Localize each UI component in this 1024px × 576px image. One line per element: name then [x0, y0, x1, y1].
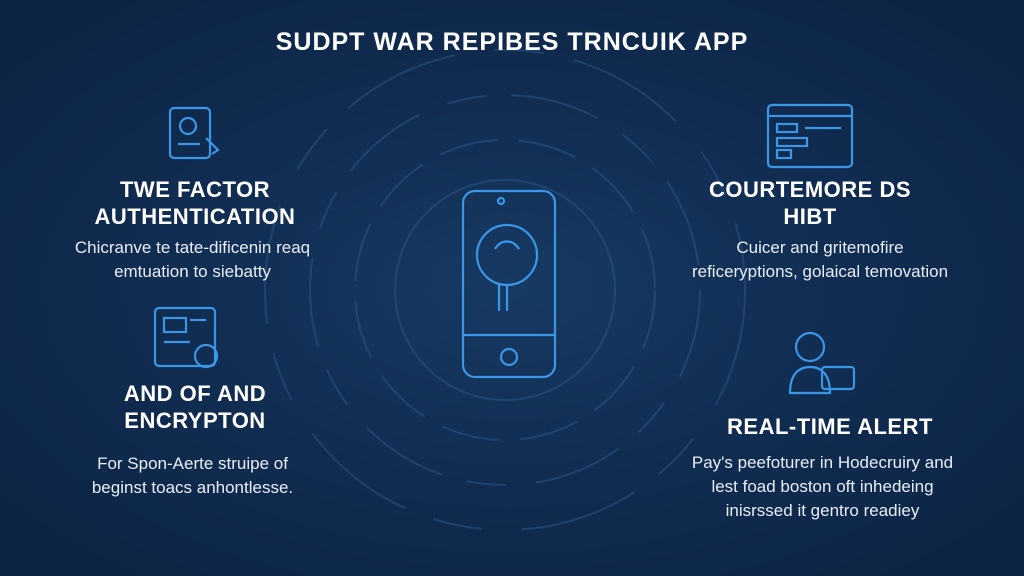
feature-heading: REAL-TIME ALERT	[727, 414, 933, 439]
id-badge-icon	[168, 106, 220, 160]
document-lock-icon	[153, 306, 219, 369]
page-title: SUDPT WAR REPIBES TRNCUIK APP	[275, 28, 749, 56]
user-alert-icon	[788, 331, 856, 395]
browser-window-icon	[766, 103, 854, 169]
smartphone-search-icon	[461, 189, 557, 379]
